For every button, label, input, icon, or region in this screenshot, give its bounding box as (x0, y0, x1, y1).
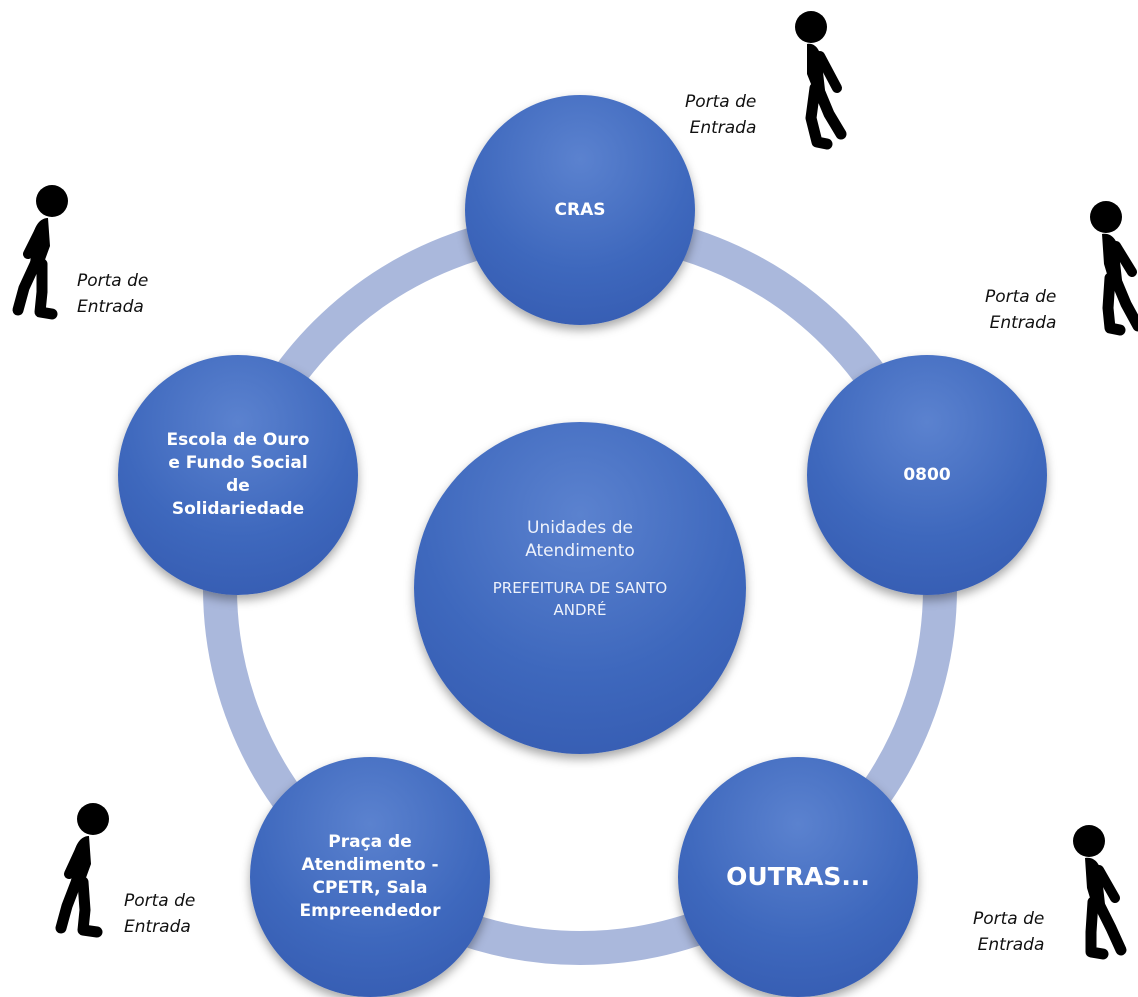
node-escola-de-ouro: Escola de Ouro e Fundo Social de Solidar… (118, 355, 358, 595)
caption-porta-de-entrada: Porta de Entrada (685, 92, 757, 138)
node-outras: OUTRAS... (678, 757, 918, 997)
caption-porta-de-entrada: Porta de Entrada (973, 909, 1045, 955)
node-praca-de-atendimento: Praça de Atendimento - CPETR, Sala Empre… (250, 757, 490, 997)
center-node: Unidades de Atendimento PREFEITURA DE SA… (414, 422, 746, 754)
walking-person-icon (12, 185, 68, 320)
center-title: Unidades de Atendimento (525, 518, 635, 561)
node-0800-label: 0800 (903, 464, 951, 485)
walking-person-icon (55, 803, 109, 938)
node-outras-label: OUTRAS... (726, 862, 870, 891)
center-subtitle: PREFEITURA DE SANTO ANDRÉ (492, 579, 668, 619)
node-praca-label: Praça de Atendimento - CPETR, Sala Empre… (299, 832, 441, 921)
node-cras-label: CRAS (554, 199, 606, 220)
caption-porta-de-entrada: Porta de Entrada (124, 891, 196, 937)
node-escola-label: Escola de Ouro e Fundo Social de Solidar… (166, 430, 310, 519)
walking-person-icon (1090, 201, 1138, 336)
node-0800: 0800 (807, 355, 1047, 595)
node-cras: CRAS (465, 95, 695, 325)
walking-person-icon (795, 11, 847, 150)
walking-person-icon (1073, 825, 1127, 960)
caption-porta-de-entrada: Porta de Entrada (77, 271, 149, 317)
caption-porta-de-entrada: Porta de Entrada (985, 287, 1057, 333)
